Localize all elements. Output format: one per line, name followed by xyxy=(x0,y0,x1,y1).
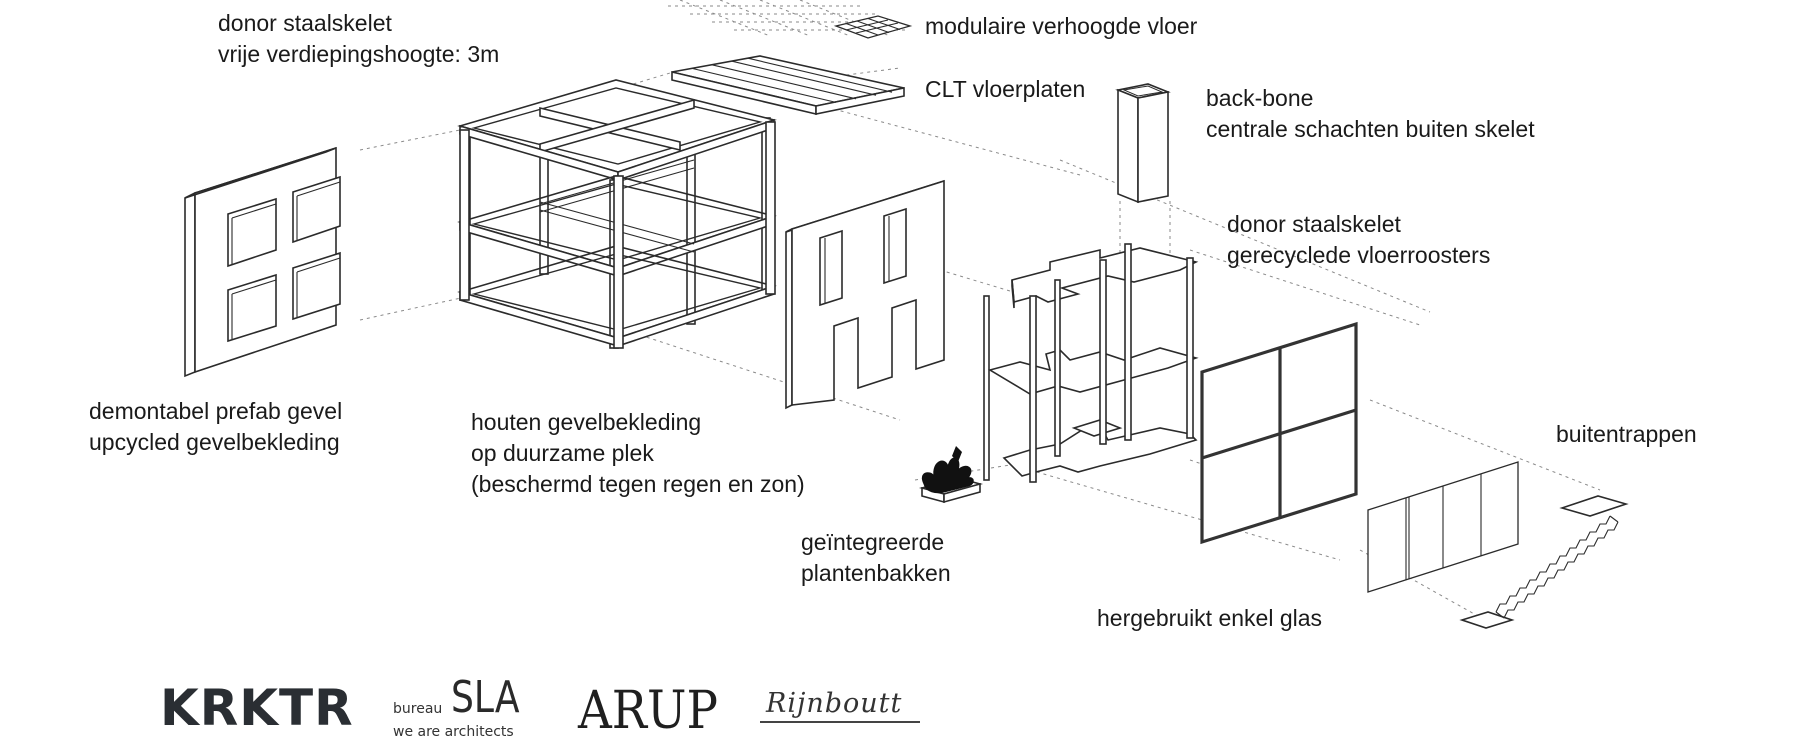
label-donor-staalskelet-vloerroosters: donor staalskelet gerecyclede vloerroost… xyxy=(1227,209,1490,271)
label-line: donor staalskelet xyxy=(1227,211,1401,237)
recycled-grating-frame xyxy=(983,243,1199,483)
label-clt-vloerplaten: CLT vloerplaten xyxy=(925,74,1085,105)
label-line: upcycled gevelbekleding xyxy=(89,429,340,455)
label-line: modulaire verhoogde vloer xyxy=(925,13,1198,39)
label-buitentrappen: buitentrappen xyxy=(1556,419,1697,450)
external-stairs xyxy=(1459,495,1629,629)
glass-panels xyxy=(1367,461,1519,593)
back-bone-shaft xyxy=(1115,83,1171,204)
sla-bureau-text: bureau xyxy=(393,701,443,717)
label-line: plantenbakken xyxy=(801,560,951,586)
label-line: back-bone xyxy=(1206,85,1314,111)
sla-main-text: SLA xyxy=(451,672,520,723)
label-line: houten gevelbekleding xyxy=(471,409,702,435)
label-line: (beschermd tegen regen en zon) xyxy=(471,471,805,497)
rijnboutt-underline xyxy=(760,721,920,723)
label-modulaire-verhoogde-vloer: modulaire verhoogde vloer xyxy=(925,11,1197,42)
label-donor-staalskelet-vrije-hoogte: donor staalskelet vrije verdiepingshoogt… xyxy=(218,8,499,70)
label-line: vrije verdiepingshoogte: 3m xyxy=(218,41,500,67)
raised-floor-grid xyxy=(668,0,913,39)
rijnboutt-text: Rijnboutt xyxy=(766,688,903,719)
timber-cladding-panel xyxy=(785,179,945,410)
prefab-facade-panel xyxy=(184,146,341,378)
label-line: CLT vloerplaten xyxy=(925,76,1086,102)
label-line: op duurzame plek xyxy=(471,440,654,466)
label-demontabel-prefab-gevel: demontabel prefab gevel upcycled gevelbe… xyxy=(89,396,342,458)
reused-glass-frame xyxy=(1200,321,1358,545)
label-hergebruikt-enkel-glas: hergebruikt enkel glas xyxy=(1097,603,1322,634)
rijnboutt-logo: Rijnboutt xyxy=(760,688,920,723)
krktr-logo: KRKTR xyxy=(160,679,354,737)
label-plantenbakken: geïntegreerde plantenbakken xyxy=(801,527,951,589)
label-line: donor staalskelet xyxy=(218,10,392,36)
label-line: demontabel prefab gevel xyxy=(89,398,343,424)
planter-box xyxy=(918,446,984,504)
clt-floor-plates xyxy=(671,55,905,116)
arup-logo: ARUP xyxy=(578,681,718,741)
label-houten-gevelbekleding: houten gevelbekleding op duurzame plek (… xyxy=(471,407,805,500)
steel-skeleton-frame xyxy=(457,79,777,349)
label-line: geïntegreerde xyxy=(801,529,945,555)
label-back-bone: back-bone centrale schachten buiten skel… xyxy=(1206,83,1535,145)
label-line: gerecyclede vloerroosters xyxy=(1227,242,1491,268)
label-line: hergebruikt enkel glas xyxy=(1097,605,1323,631)
label-line: buitentrappen xyxy=(1556,421,1697,447)
label-line: centrale schachten buiten skelet xyxy=(1206,116,1535,142)
sla-tagline-text: we are architects xyxy=(393,724,514,740)
